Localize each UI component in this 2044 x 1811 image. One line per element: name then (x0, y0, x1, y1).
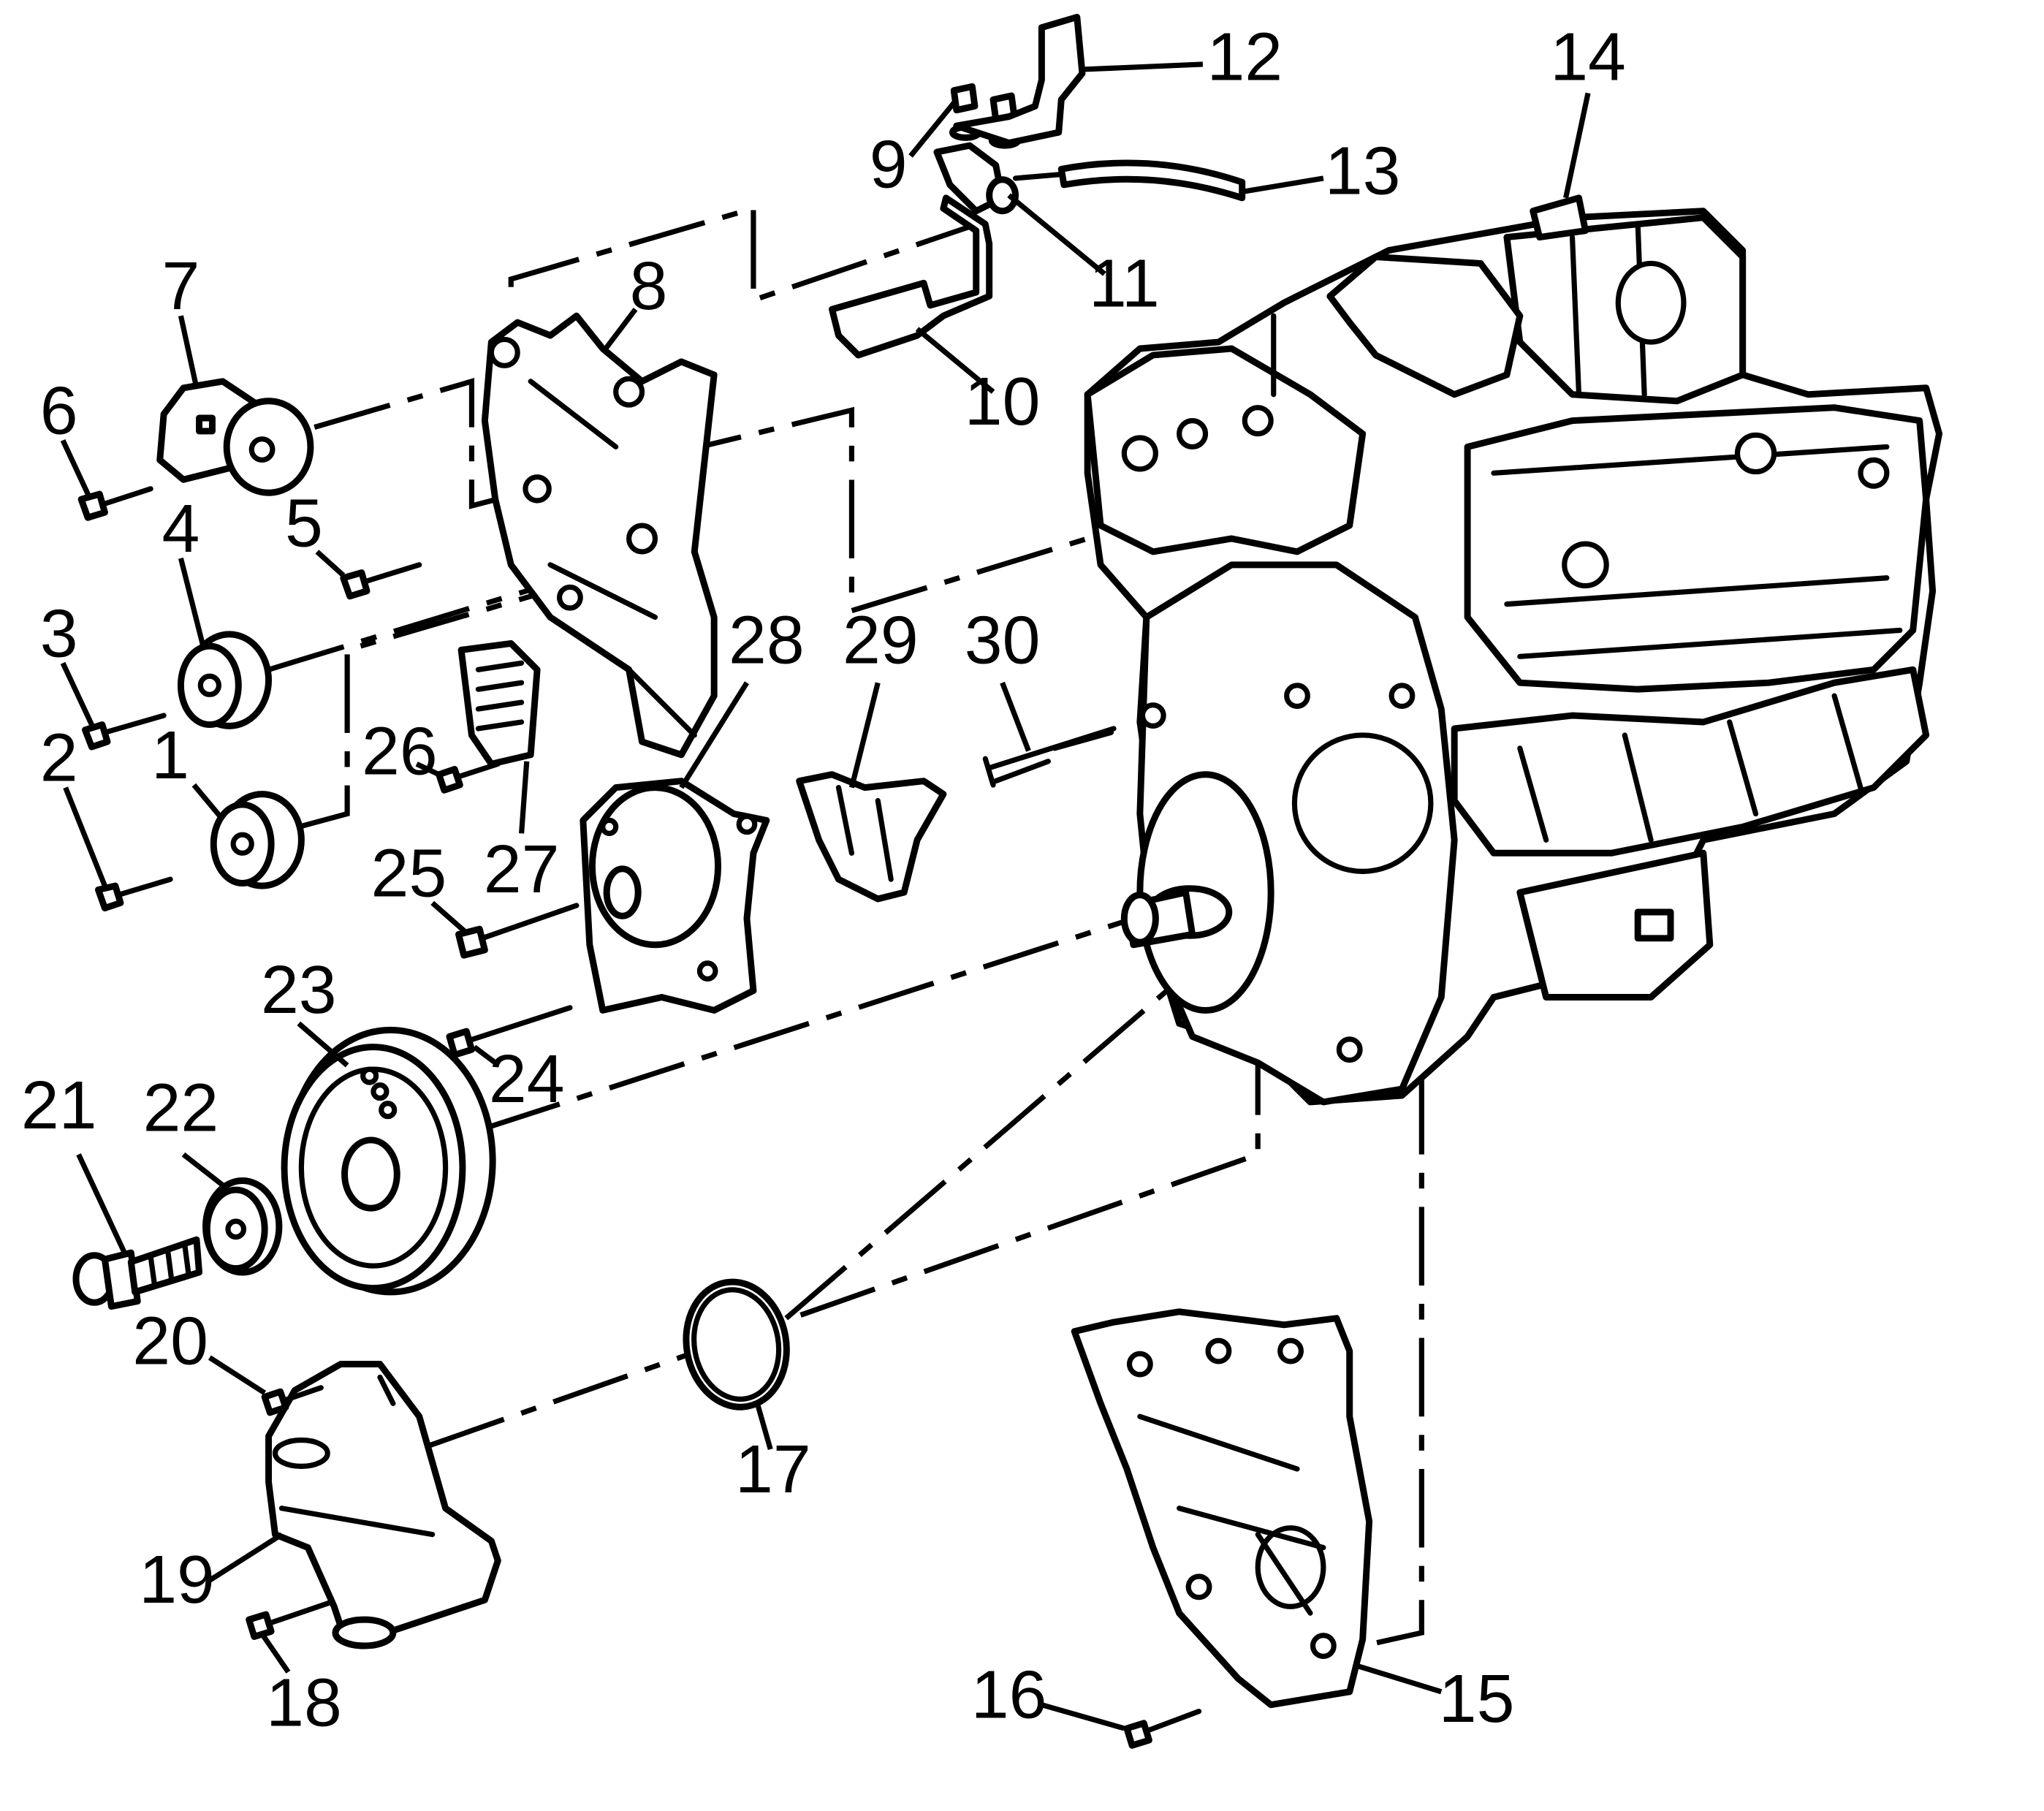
water-pump-nut (455, 903, 580, 959)
belt-tensioner (156, 378, 314, 496)
callout-2: 2 (40, 720, 78, 796)
water-outlet-housing (265, 1361, 501, 1649)
cover-plate-bolt (436, 761, 501, 794)
callout-13: 13 (1325, 132, 1401, 208)
water-outlet-bolt-upper (261, 1385, 324, 1416)
callout-5: 5 (285, 485, 323, 561)
accessory-bracket (481, 312, 718, 759)
callout-9: 9 (870, 126, 908, 202)
crankshaft-bolt (72, 1236, 203, 1310)
callout-4: 4 (162, 490, 200, 566)
water-pump (580, 778, 770, 1014)
crankshaft-balancer (281, 1026, 496, 1296)
leader-lines (60, 61, 1591, 1731)
tensioner-bolt (77, 486, 153, 521)
stud (982, 726, 1117, 788)
callout-3: 3 (40, 595, 78, 671)
crankshaft-washer (202, 1177, 283, 1276)
callout-22: 22 (143, 1069, 219, 1145)
sensor (933, 142, 1019, 215)
callout-18: 18 (266, 1664, 342, 1740)
callout-labels: 1 2 3 4 5 6 7 8 9 10 11 12 13 14 15 16 1… (21, 18, 1626, 1740)
callout-17: 17 (735, 1431, 811, 1507)
front-cover-bolt (1123, 1709, 1202, 1749)
callout-8: 8 (630, 248, 668, 324)
callout-23: 23 (261, 952, 337, 1028)
heat-shield (953, 13, 1086, 146)
cover-plate (457, 639, 541, 767)
seal-ring (683, 1278, 790, 1411)
callout-29: 29 (843, 601, 919, 677)
bracket-bolt (340, 562, 422, 600)
idler-bolt-upper (82, 713, 167, 751)
callout-7: 7 (162, 248, 200, 324)
callout-27: 27 (484, 831, 560, 907)
callout-10: 10 (965, 363, 1041, 439)
callout-24: 24 (489, 1041, 565, 1117)
vacuum-hose (1012, 159, 1246, 202)
callout-20: 20 (132, 1303, 208, 1379)
engine-assembly (1084, 194, 1943, 1106)
callout-16: 16 (971, 1657, 1047, 1733)
pump-mounting-bracket (796, 771, 947, 903)
idler-bolt-lower (94, 876, 173, 912)
callout-21: 21 (21, 1067, 97, 1143)
callout-1: 1 (151, 717, 189, 793)
idler-pulley-lower (210, 791, 305, 889)
callout-30: 30 (965, 601, 1041, 677)
water-pump-bolt-long (446, 1005, 573, 1058)
callout-12: 12 (1207, 18, 1283, 94)
callout-28: 28 (729, 601, 805, 677)
callout-6: 6 (40, 373, 78, 449)
callout-26: 26 (362, 713, 438, 789)
sensor-bracket (829, 194, 993, 359)
callout-19: 19 (139, 1541, 215, 1617)
callout-14: 14 (1550, 18, 1626, 94)
idler-pulley-upper (177, 631, 273, 729)
engine-front-cover (1071, 1308, 1373, 1709)
callout-25: 25 (371, 835, 447, 911)
callout-11: 11 (1089, 246, 1160, 322)
callout-15: 15 (1439, 1660, 1515, 1736)
